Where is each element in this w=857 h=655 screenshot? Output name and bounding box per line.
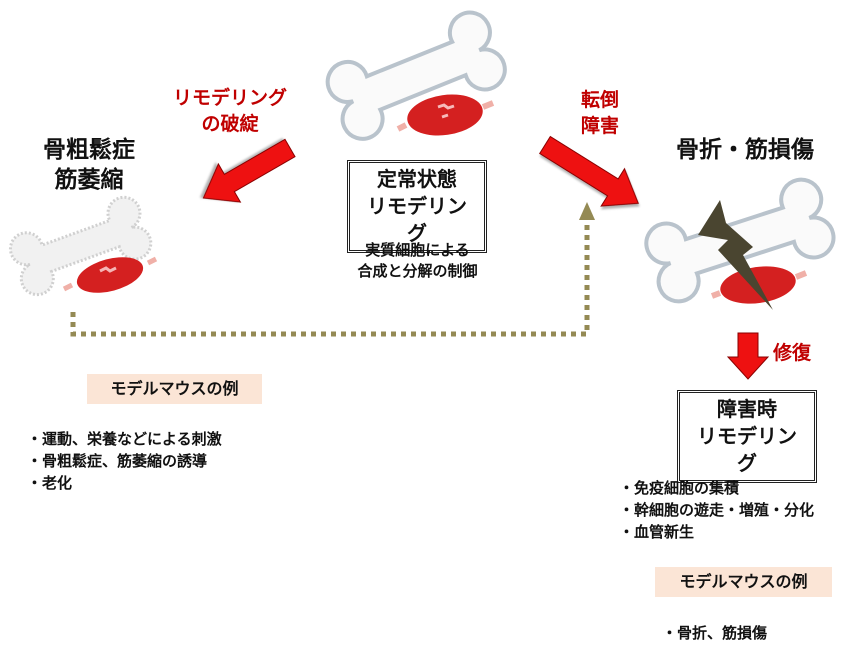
steady-state-remodeling-box: 定常状態 リモデリング [347, 160, 487, 253]
right-model-mouse-tag: モデルマウスの例 [655, 567, 832, 597]
right-condition-title: 骨折・筋損傷 [676, 137, 814, 163]
breakdown-arrow-label: リモデリング の破綻 [150, 85, 310, 137]
list-item: 運動、栄養などによる刺激 [27, 428, 222, 450]
caption-line-2: 合成と分解の制御 [357, 262, 478, 280]
healthy-bone-muscle-icon [325, 10, 507, 141]
right-bullet-list: 免疫細胞の集積 幹細胞の遊走・増殖・分化 血管新生 [619, 477, 814, 543]
caption-line-1: 実質細胞による [365, 241, 470, 259]
list-item: 老化 [27, 472, 222, 494]
fall-injury-arrow-label: 転倒 障害 [565, 87, 635, 139]
steady-box-line-1: 定常状態 [377, 167, 457, 191]
left-title-line-1: 骨粗鬆症 [43, 137, 135, 163]
list-item: 血管新生 [619, 521, 814, 543]
injury-box-line-1: 障害時 [717, 397, 777, 421]
left-title-line-2: 筋萎縮 [54, 167, 124, 193]
injury-remodeling-box: 障害時 リモデリング [677, 390, 817, 483]
list-item: 骨粗鬆症、筋萎縮の誘導 [27, 450, 222, 472]
breakdown-label-line-1: リモデリング [172, 87, 287, 109]
osteoporotic-bone-muscle-icon [8, 195, 158, 297]
left-model-mouse-tag: モデルマウスの例 [87, 374, 262, 404]
injury-box-line-2: リモデリング [697, 424, 797, 475]
dotted-arrow-head-icon [579, 202, 595, 220]
list-item: 幹細胞の遊走・増殖・分化 [619, 499, 814, 521]
repair-arrow-icon [726, 332, 770, 380]
left-bullet-list: 運動、栄養などによる刺激 骨粗鬆症、筋萎縮の誘導 老化 [27, 428, 222, 494]
left-condition-title: 骨粗鬆症 筋萎縮 [24, 135, 154, 195]
fall-label-line-2: 障害 [580, 115, 619, 137]
repair-label: 修復 [773, 342, 812, 364]
fractured-bone-muscle-icon [644, 177, 836, 310]
lightning-icon [698, 200, 773, 310]
steady-state-caption: 実質細胞による 合成と分解の制御 [330, 240, 505, 282]
fall-label-line-1: 転倒 [580, 89, 619, 111]
list-item: 骨折、筋損傷 [662, 622, 767, 644]
list-item: 免疫細胞の集積 [619, 477, 814, 499]
right-model-bullet-list: 骨折、筋損傷 [662, 622, 767, 644]
steady-box-line-2: リモデリング [367, 194, 467, 245]
breakdown-label-line-2: の破綻 [201, 113, 259, 135]
